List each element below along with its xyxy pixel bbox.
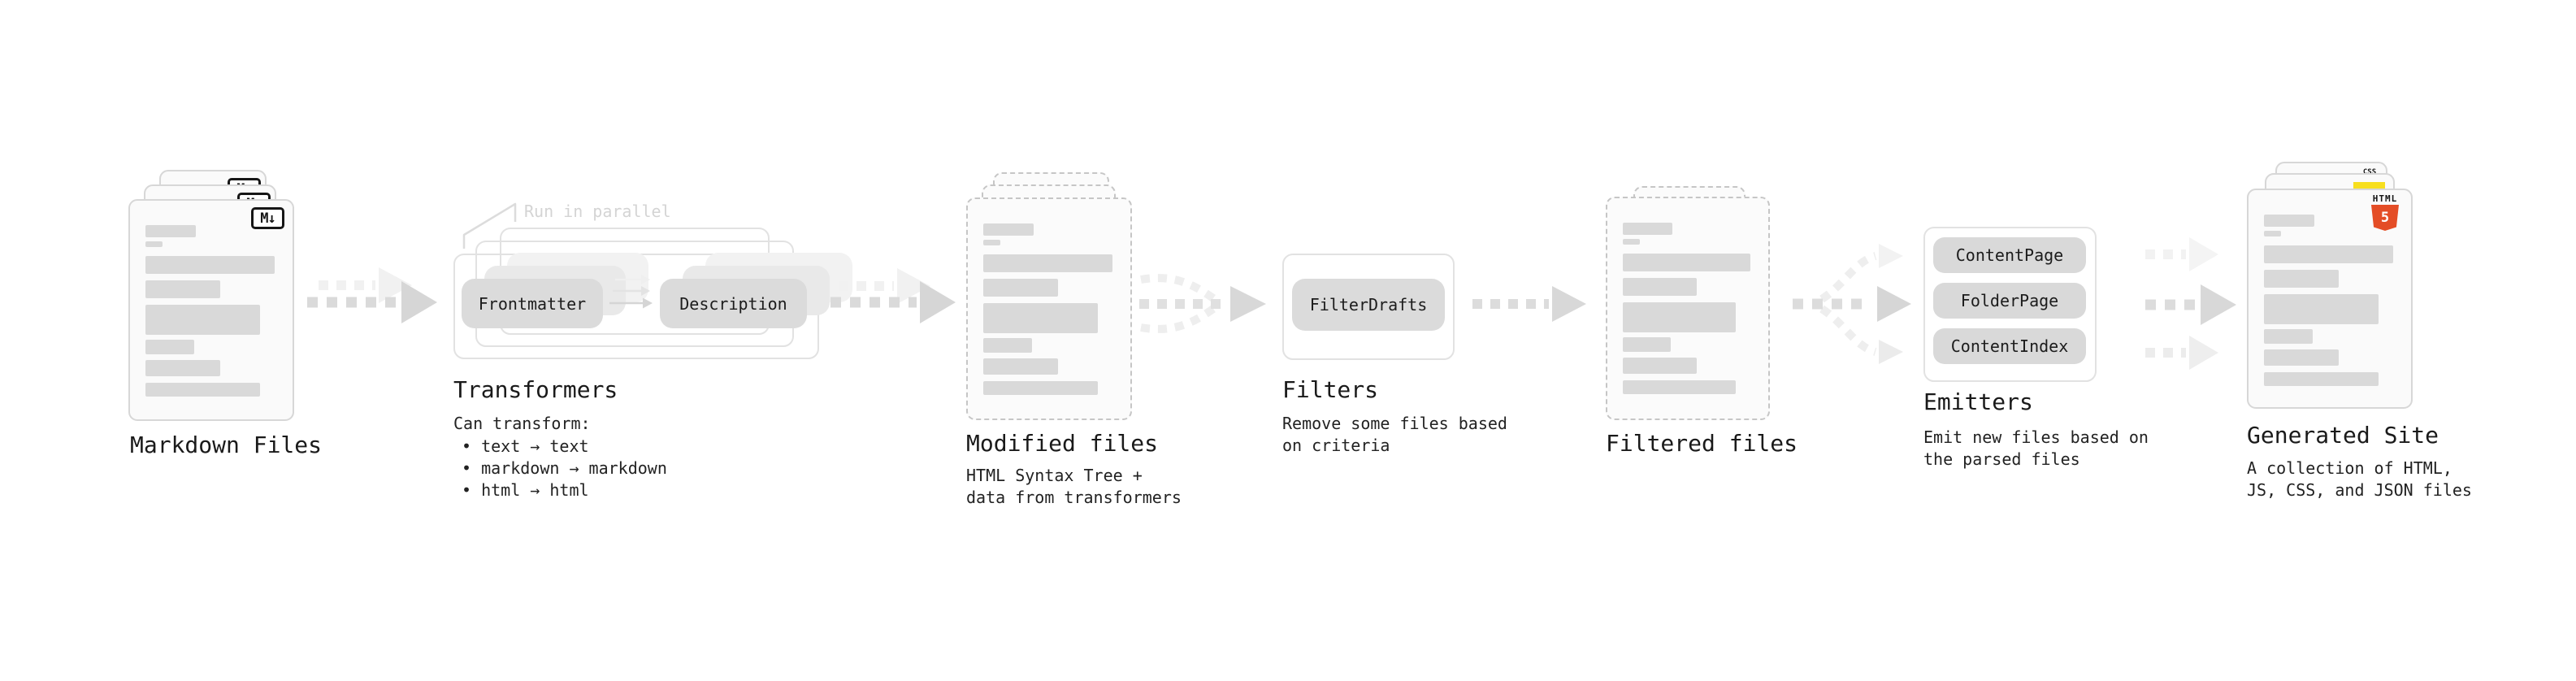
modified-doc-front (966, 197, 1132, 420)
doc-bar (1623, 380, 1737, 394)
doc-bar (2264, 294, 2379, 324)
doc-bar (983, 279, 1059, 297)
description-pill: Description (660, 279, 807, 328)
doc-bar (1623, 223, 1672, 235)
filterdrafts-pill: FilterDrafts (1292, 279, 1445, 331)
contentpage-pill: ContentPage (1933, 237, 2086, 273)
contentindex-pill: ContentIndex (1933, 328, 2086, 364)
run-in-parallel-note: Run in parallel (524, 202, 671, 221)
html5-icon-shield: 5 (2371, 205, 2399, 231)
filters-desc: Remove some files based on criteria (1282, 414, 1507, 455)
emitter-pill-list: ContentPage FolderPage ContentIndex (1923, 227, 2097, 375)
doc-bar (145, 225, 196, 237)
transformers-bullet-list: • text → text • markdown → markdown • ht… (462, 436, 667, 501)
html5-icon-text: HTML (2372, 193, 2398, 204)
html5-icon: HTML 5 (2369, 194, 2401, 231)
doc-bar (145, 360, 221, 376)
transform-bullet: • text → text (462, 436, 589, 456)
transformers-desc-heading: Can transform: (453, 414, 591, 433)
doc-bar (2264, 329, 2313, 344)
doc-bar (1623, 239, 1640, 245)
emitters-title: Emitters (1923, 388, 2033, 415)
doc-bar (1623, 302, 1737, 332)
css-icon: CSS (2360, 169, 2379, 176)
doc-bar (2264, 231, 2282, 236)
doc-bar (2264, 215, 2314, 227)
arrow-filters-to-filtered (1472, 286, 1586, 322)
modified-files-desc: HTML Syntax Tree + data from transformer… (966, 466, 1182, 507)
doc-bar (1623, 337, 1672, 352)
doc-bar (145, 280, 221, 298)
folderpage-pill: FolderPage (1933, 283, 2086, 319)
transformers-title: Transformers (453, 376, 618, 403)
markdown-doc-front: M↓ (128, 199, 294, 421)
transform-bullet: • html → html (462, 480, 589, 500)
markdown-icon: M↓ (251, 207, 284, 229)
arrow-filtered-to-emitters (1793, 244, 1911, 364)
markdown-files-label: Markdown Files (130, 432, 323, 458)
doc-bar (2264, 349, 2340, 366)
doc-bar (983, 303, 1098, 333)
generated-site-desc: A collection of HTML, JS, CSS, and JSON … (2247, 458, 2472, 500)
doc-bar (2264, 270, 2340, 288)
arrow-markdown-to-transformers (307, 267, 437, 323)
doc-bar (145, 340, 194, 354)
doc-bar (2264, 372, 2379, 386)
doc-bar (145, 256, 275, 274)
filters-title: Filters (1282, 376, 1379, 403)
transform-bullet: • markdown → markdown (462, 458, 667, 478)
doc-bar (983, 223, 1034, 236)
filtered-files-label: Filtered files (1606, 430, 1798, 457)
doc-bar (1623, 254, 1750, 271)
doc-bar (983, 254, 1112, 272)
arrow-emitters-to-generated (2145, 237, 2236, 370)
frontmatter-pill: Frontmatter (462, 279, 603, 328)
doc-bar (145, 241, 163, 247)
arrow-modified-to-filters (1139, 274, 1266, 333)
filtered-doc-front (1606, 197, 1770, 420)
emitters-desc: Emit new files based on the parsed files (1923, 427, 2149, 469)
doc-bar (983, 240, 1001, 245)
generated-doc-front: HTML 5 (2247, 189, 2413, 409)
doc-bar (2264, 245, 2393, 263)
generated-site-label: Generated Site (2247, 422, 2439, 449)
doc-bar (983, 358, 1059, 375)
doc-bar (983, 338, 1032, 353)
doc-bar (145, 305, 260, 335)
modified-files-label: Modified files (966, 430, 1159, 457)
doc-bar (1623, 278, 1698, 296)
doc-bar (145, 383, 260, 397)
css-icon-text: CSS (2362, 168, 2377, 176)
doc-bar (983, 381, 1098, 395)
doc-bar (1623, 358, 1698, 374)
